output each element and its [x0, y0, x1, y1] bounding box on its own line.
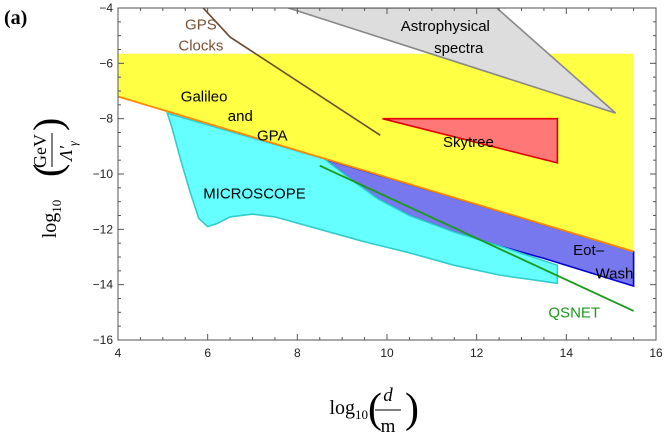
annotations: Astrophysical spectra GPS ClocksGalileoandG… — [178, 17, 633, 322]
y-tick-label: −8 — [99, 112, 113, 126]
annotation-eot-wash-1: Wash — [596, 266, 634, 283]
y-tick-label: −12 — [93, 222, 114, 236]
y-tick-label: −14 — [93, 278, 114, 292]
y-label-den: Λ′ — [56, 145, 76, 163]
annotation-qsnet-0: QSNET — [548, 304, 600, 321]
x-tick-label: 4 — [115, 346, 122, 360]
svg-text:): ) — [25, 118, 70, 131]
galileo-and-gpa-region — [118, 53, 634, 252]
y-label-num: GeV — [30, 134, 50, 168]
annotation-gps-clocks-0: GPS — [185, 17, 217, 34]
svg-text:log10: log10 — [39, 200, 64, 239]
annotation-galileo-and-gpa-2: GPA — [257, 127, 288, 144]
x-label-den: m — [381, 416, 396, 437]
x-tick-label: 16 — [649, 346, 663, 360]
y-axis-label: log10 ( GeV Λ′γ ) — [25, 118, 80, 239]
svg-text:Λ′γ: Λ′γ — [56, 141, 80, 163]
x-label-log: log — [329, 397, 355, 419]
annotation-skytree-0: Skytree — [443, 134, 494, 151]
annotation-gps-clocks-1: Clocks — [178, 37, 223, 54]
x-axis-label: log10 ( d m ) — [329, 385, 419, 437]
skytree-region — [382, 117, 559, 164]
annotation-microscope-0: MICROSCOPE — [203, 185, 306, 202]
svg-text:(: ( — [25, 164, 70, 177]
y-label-sub: 10 — [49, 200, 64, 213]
annotation-astrophysical-spectra-0: Astrophysical — [401, 18, 490, 35]
astrophysical-spectra-region — [288, 8, 617, 114]
y-label-den-sub: γ — [66, 141, 80, 146]
gps-clocks-line — [202, 8, 381, 136]
panel-label: (a) — [4, 7, 27, 29]
x-label-num: d — [383, 385, 393, 406]
microscope-region — [166, 111, 559, 285]
y-tick-label: −16 — [93, 333, 114, 347]
x-tick-label: 14 — [560, 346, 574, 360]
axis-ticks: 4 6 8 10 12 14 16 −16 −14 −12 −10 −8 −6 −4 — [93, 1, 663, 360]
x-tick-label: 10 — [380, 346, 394, 360]
annotation-astrophysical-spectra-1: spectra — [434, 40, 484, 57]
plot-regions — [118, 8, 635, 312]
x-label-sub: 10 — [355, 407, 368, 422]
y-tick-label: −10 — [93, 167, 114, 181]
x-tick-label: 6 — [204, 346, 211, 360]
x-tick-label: 12 — [470, 346, 484, 360]
y-tick-label: −4 — [99, 1, 113, 15]
qsnet-line — [319, 164, 634, 312]
annotation-galileo-and-gpa-0: Galileo — [181, 89, 228, 106]
y-tick-label: −6 — [99, 56, 113, 70]
svg-text:): ) — [405, 386, 419, 432]
y-label-log: log — [39, 213, 61, 239]
svg-text:log10: log10 — [329, 397, 368, 422]
x-tick-label: 8 — [294, 346, 301, 360]
boundary-5-line — [118, 95, 634, 253]
svg-text:(: ( — [368, 386, 382, 432]
annotation-eot-wash-0: Eot– — [573, 242, 605, 259]
annotation-galileo-and-gpa-1: and — [228, 108, 253, 125]
